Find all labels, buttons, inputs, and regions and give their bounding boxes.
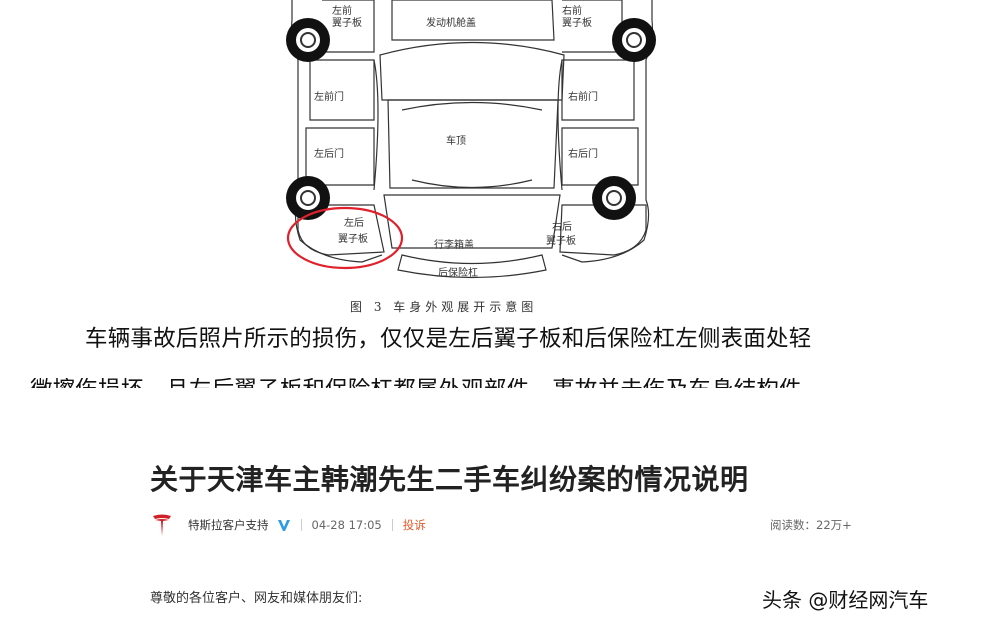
publish-date: 04-28 17:05 (311, 518, 382, 532)
label-left-rear-door: 左后门 (314, 147, 344, 160)
article-title: 关于天津车主韩潮先生二手车纠纷案的情况说明 (150, 463, 749, 496)
label-right-front-fender: 右前 (562, 4, 582, 17)
label-hood: 发动机舱盖 (426, 16, 476, 29)
wheel-icons (286, 18, 656, 220)
label-left-front-fender-2: 翼子板 (332, 16, 362, 29)
verified-v-icon (277, 518, 291, 532)
label-right-front-fender-2: 翼子板 (562, 16, 592, 29)
read-count-label: 阅读数： (770, 518, 816, 532)
article-meta: 特斯拉客户支持 04-28 17:05 投诉 阅读数：22万+ (150, 513, 852, 537)
meta-divider-2 (391, 519, 393, 531)
label-right-front-door: 右前门 (568, 90, 598, 103)
document-paragraph: 车辆事故后照片所示的损伤，仅仅是左后翼子板和后保险杠左侧表面处轻 微擦伤损坏，且… (30, 322, 960, 388)
scanned-document: 左前 翼子板 右前 翼子板 发动机舱盖 左前门 右前门 车顶 左后门 右后门 左… (30, 0, 960, 388)
author-name[interactable]: 特斯拉客户支持 (188, 518, 269, 532)
label-left-rear-fender-2: 翼子板 (338, 232, 368, 245)
label-left-front-door: 左前门 (314, 90, 344, 103)
label-rear-bumper: 后保险杠 (438, 266, 478, 279)
read-count: 阅读数：22万+ (770, 514, 852, 536)
label-roof: 车顶 (446, 134, 466, 147)
article: 关于天津车主韩潮先生二手车纠纷案的情况说明 特斯拉客户支持 04-28 17:0… (0, 388, 986, 632)
read-count-value: 22万+ (816, 518, 852, 532)
car-body-diagram: 左前 翼子板 右前 翼子板 发动机舱盖 左前门 右前门 车顶 左后门 右后门 左… (262, 0, 682, 290)
label-left-rear-fender: 左后 (344, 216, 364, 229)
article-greeting: 尊敬的各位客户、网友和媒体朋友们: (150, 591, 363, 606)
label-right-rear-fender: 右后 (552, 220, 572, 233)
label-trunk: 行李箱盖 (434, 238, 474, 251)
tesla-logo-icon[interactable] (150, 513, 174, 537)
damage-highlight (286, 206, 404, 270)
car-diagram-svg: 左前 翼子板 右前 翼子板 发动机舱盖 左前门 右前门 车顶 左后门 右后门 左… (286, 0, 656, 279)
label-left-front-fender: 左前 (332, 4, 352, 17)
meta-divider (300, 519, 302, 531)
document-line-2: 微擦伤损坏，且左后翼子板和保险杠都属外观部件，事故并未伤及车身结构件 (30, 378, 960, 388)
figure-caption: 图 3 车身外观展开示意图 (350, 300, 538, 314)
label-right-rear-fender-2: 翼子板 (546, 234, 576, 247)
document-line-1: 车辆事故后照片所示的损伤，仅仅是左后翼子板和后保险杠左侧表面处轻 (85, 326, 812, 352)
report-link[interactable]: 投诉 (402, 518, 426, 532)
label-right-rear-door: 右后门 (568, 147, 598, 160)
source-watermark: 头条 @财经网汽车 (762, 588, 929, 612)
